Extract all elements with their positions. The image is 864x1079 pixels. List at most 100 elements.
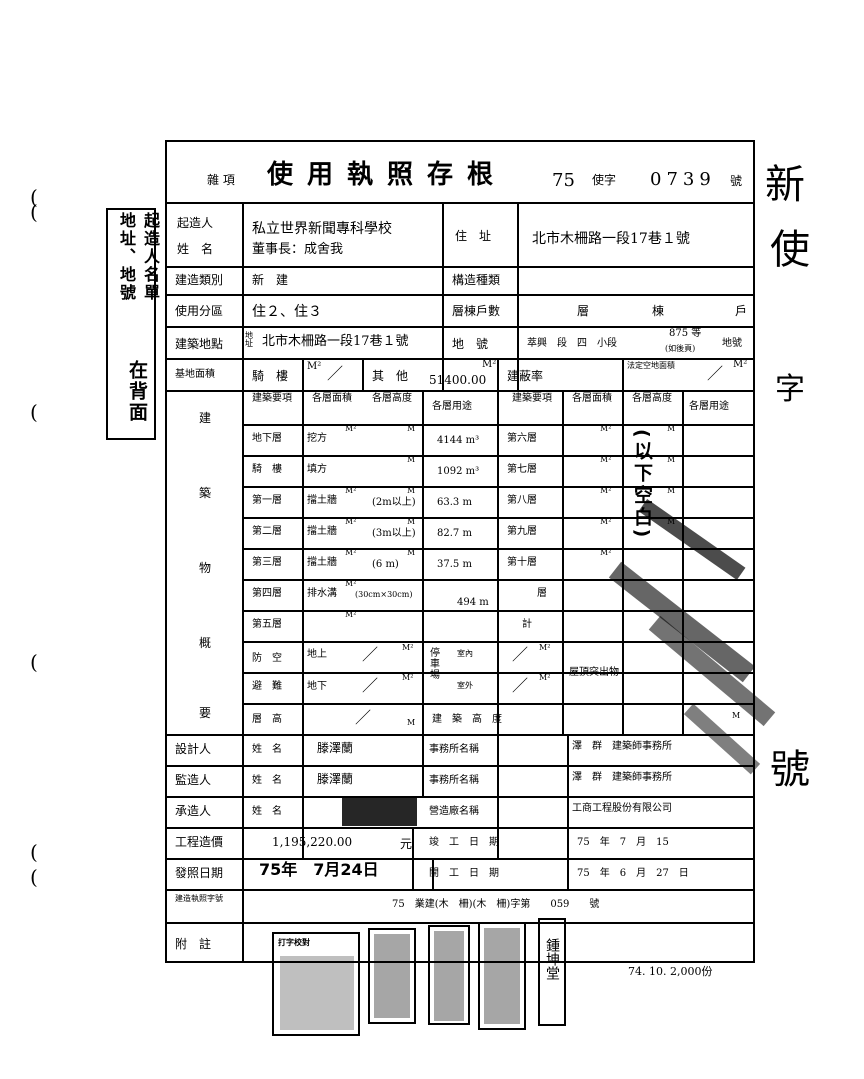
unit-label: M² xyxy=(345,424,357,433)
outdoor-value: ／ xyxy=(512,676,529,695)
unit-label: M xyxy=(732,711,741,720)
issue-date: 75年 7月24日 xyxy=(259,860,379,879)
outdoor-label: 室外 xyxy=(457,681,473,690)
owner-label: 起造人 xyxy=(177,216,214,230)
floors-label: 層棟戶數 xyxy=(452,304,501,318)
bldg-side-label: 要 xyxy=(199,706,212,720)
indoor-label: 室內 xyxy=(457,649,473,658)
start-date: 75 年 6 月 27 日 xyxy=(577,868,689,879)
coverage-label: 建蔽率 xyxy=(507,369,544,383)
type-label: 建造類別 xyxy=(175,273,224,287)
unit-label: M xyxy=(407,517,416,526)
total-label: 計 xyxy=(522,619,532,630)
floor-area: 排水溝 xyxy=(307,588,337,599)
type-value: 新 建 xyxy=(252,273,289,287)
legal-label: 法定空地面積 xyxy=(627,361,675,370)
site-addr-label: 地址 xyxy=(245,331,253,348)
bldg-side-label: 建 xyxy=(199,411,212,425)
shelter-label: 防 空 xyxy=(252,653,282,664)
unit-label: M² xyxy=(600,486,612,495)
edge-glyph: 新 xyxy=(765,162,805,208)
floor-height: (30cm×30cm) xyxy=(355,590,413,599)
header-item: 建築要項 xyxy=(252,393,292,404)
name-label: 姓 名 xyxy=(252,744,282,755)
unit-label: M² xyxy=(600,517,612,526)
above-value: ／ xyxy=(362,645,379,664)
binder-mark: ( xyxy=(30,185,38,209)
lot-note: (如後頁) xyxy=(665,344,696,353)
unit-label: M² xyxy=(345,548,357,557)
seal-name: 鍾坤堂 xyxy=(544,938,560,980)
floor-height: (3m以上) xyxy=(372,528,416,539)
floor-use: 37.5 m xyxy=(437,559,472,570)
unit-label: M² xyxy=(600,455,612,464)
bldg-side-label: 築 xyxy=(199,486,212,500)
floor-label: 第七層 xyxy=(507,464,537,475)
name-stamp: 鍾坤堂 xyxy=(538,918,566,1026)
unit-label: M² xyxy=(539,673,551,682)
above-label: 地上 xyxy=(307,649,327,660)
proofread-stamp: 打字校對 xyxy=(272,932,360,1036)
name-label: 姓 名 xyxy=(252,806,282,817)
floor-label: 地下層 xyxy=(252,433,282,444)
seal-stamp xyxy=(368,928,416,1024)
bldg-side-label: 概 xyxy=(199,636,212,650)
unit-label: M xyxy=(667,486,676,495)
header-suffix: 號 xyxy=(730,174,743,188)
unit-unit: 戶 xyxy=(735,304,748,318)
cost-value: 1,195,220.00 xyxy=(272,835,353,849)
unit-label: M² xyxy=(402,673,414,682)
unit-label: M xyxy=(407,486,416,495)
owner-name-label: 姓 名 xyxy=(177,242,214,256)
area-label: 基地面積 xyxy=(175,369,215,380)
seal-ink xyxy=(374,934,410,1018)
edge-glyph: 使 xyxy=(770,227,810,273)
below-value: ／ xyxy=(362,676,379,695)
start-label: 開 工 日 期 xyxy=(429,868,499,879)
floor-label: 第六層 xyxy=(507,433,537,444)
contractor-firm: 工商工程股份有限公司 xyxy=(572,803,672,814)
unit-label: M xyxy=(407,548,416,557)
floor-area: 擋土牆 xyxy=(307,495,337,506)
unit-label: M xyxy=(407,718,416,727)
side-note-box: 起造人名單 地址、地號 在背面 xyxy=(106,208,160,440)
done-label: 竣 工 日 期 xyxy=(429,837,499,848)
cost-label: 工程造價 xyxy=(175,835,224,849)
owner-line2: 董事長：成舍我 xyxy=(252,242,344,257)
floor-use: 63.3 m xyxy=(437,497,472,508)
header-number: 0739 xyxy=(650,169,716,190)
floor-height: (2m以上) xyxy=(372,497,416,508)
bldg-height-label: 建 築 高 度 xyxy=(432,714,502,725)
designer-role: 設計人 xyxy=(175,742,212,756)
area-unit: M² xyxy=(733,359,748,370)
area-unit: M² xyxy=(307,361,322,372)
lot-number: 875 等 xyxy=(669,328,702,339)
floor-label: 第二層 xyxy=(252,526,282,537)
unit-label: M xyxy=(667,455,676,464)
lot-label: 地 號 xyxy=(452,337,489,351)
supervisor-firm: 澤 群 建築師事務所 xyxy=(572,772,672,783)
note-label: 附 註 xyxy=(175,937,212,951)
floor-label: 第九層 xyxy=(507,526,537,537)
unit-label: M² xyxy=(345,486,357,495)
print-footer: 74. 10. 2,000份 xyxy=(628,965,713,978)
seal-ink xyxy=(484,928,520,1024)
binder-mark: ( xyxy=(30,400,38,424)
unit-label: M xyxy=(667,424,676,433)
struct-label: 構造種類 xyxy=(452,273,501,287)
edge-glyph: 字 xyxy=(775,372,805,407)
floor-area: 擋土牆 xyxy=(307,557,337,568)
other-label: 其 他 xyxy=(372,369,409,383)
floor-area: 擋土牆 xyxy=(307,526,337,537)
name-label: 姓 名 xyxy=(252,775,282,786)
seal-ink xyxy=(434,931,464,1021)
floor-label: 層 xyxy=(537,588,547,599)
designer-name: 滕澤蘭 xyxy=(317,741,354,755)
binder-mark: ( xyxy=(30,200,38,224)
side-note-col1: 起造人名單 xyxy=(141,212,160,302)
permit-label: 建造執照字號 xyxy=(175,894,223,903)
floor-label: 騎 樓 xyxy=(252,464,282,475)
floor-use: 82.7 m xyxy=(437,528,472,539)
binder-mark: ( xyxy=(30,840,38,864)
site-label: 建築地點 xyxy=(175,337,224,351)
